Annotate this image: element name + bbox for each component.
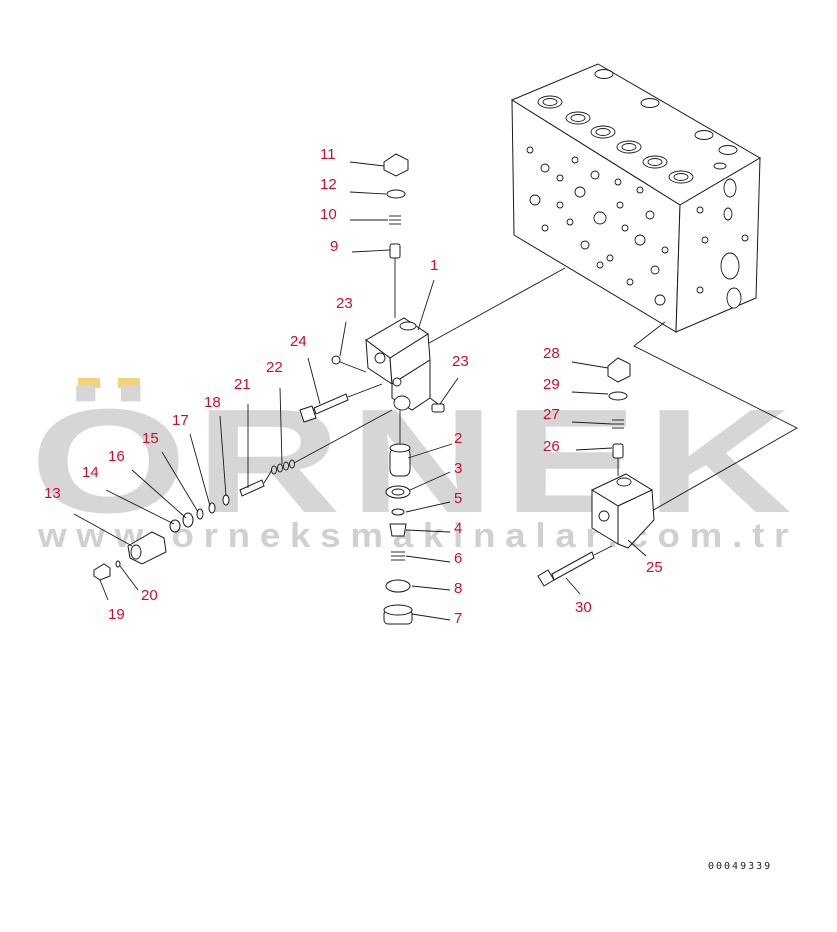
callout-26: 26: [543, 438, 560, 455]
callout-15: 15: [142, 430, 159, 447]
callout-14: 14: [82, 464, 99, 481]
callout-6: 6: [454, 550, 462, 567]
callout-7: 7: [454, 610, 462, 627]
callout-2: 2: [454, 430, 462, 447]
callout-22: 22: [266, 359, 283, 376]
callout-5: 5: [454, 490, 462, 507]
watermark-umlaut-left: [78, 378, 100, 388]
valve-housing-25: [590, 473, 655, 549]
watermark-umlaut-right: [118, 378, 140, 388]
callout-4: 4: [454, 520, 462, 537]
callout-8: 8: [454, 580, 462, 597]
callout-9: 9: [330, 238, 338, 255]
top-stack-parts: [383, 153, 409, 318]
main-valve-body: [510, 63, 761, 333]
callout-11: 11: [320, 146, 336, 163]
bolt-30: [537, 545, 613, 587]
callout-17: 17: [172, 412, 189, 429]
assembly-leader-lines: [419, 267, 798, 513]
callout-25: 25: [646, 559, 663, 576]
callout-16: 16: [108, 448, 125, 465]
callout-23-right: 23: [452, 353, 469, 370]
valve-housing-1: [365, 317, 431, 411]
callout-leaders: [73, 161, 647, 621]
right-stack-parts: [607, 357, 631, 476]
left-stack-parts: [93, 409, 393, 581]
callout-3: 3: [454, 460, 462, 477]
callout-23-left: 23: [336, 295, 353, 312]
callout-21: 21: [234, 376, 251, 393]
screw-23-right: [429, 397, 445, 413]
screw-23-left: [331, 355, 367, 373]
bolt-24: [299, 383, 383, 423]
callout-10: 10: [320, 206, 337, 223]
callout-numbers: 11 12 10 9 1 23 24 22 21 18 17 15 16 14 …: [44, 146, 663, 627]
callout-13: 13: [44, 485, 61, 502]
callout-20: 20: [141, 587, 158, 604]
callout-28: 28: [543, 345, 560, 362]
callout-1: 1: [430, 257, 438, 274]
callout-29: 29: [543, 376, 560, 393]
callout-18: 18: [204, 394, 221, 411]
callout-30: 30: [575, 599, 592, 616]
callout-24: 24: [290, 333, 307, 350]
callout-12: 12: [320, 176, 337, 193]
lower-stack-parts: [383, 410, 413, 625]
document-number: 00049339: [708, 861, 772, 872]
callout-27: 27: [543, 406, 560, 423]
callout-19: 19: [108, 606, 125, 623]
